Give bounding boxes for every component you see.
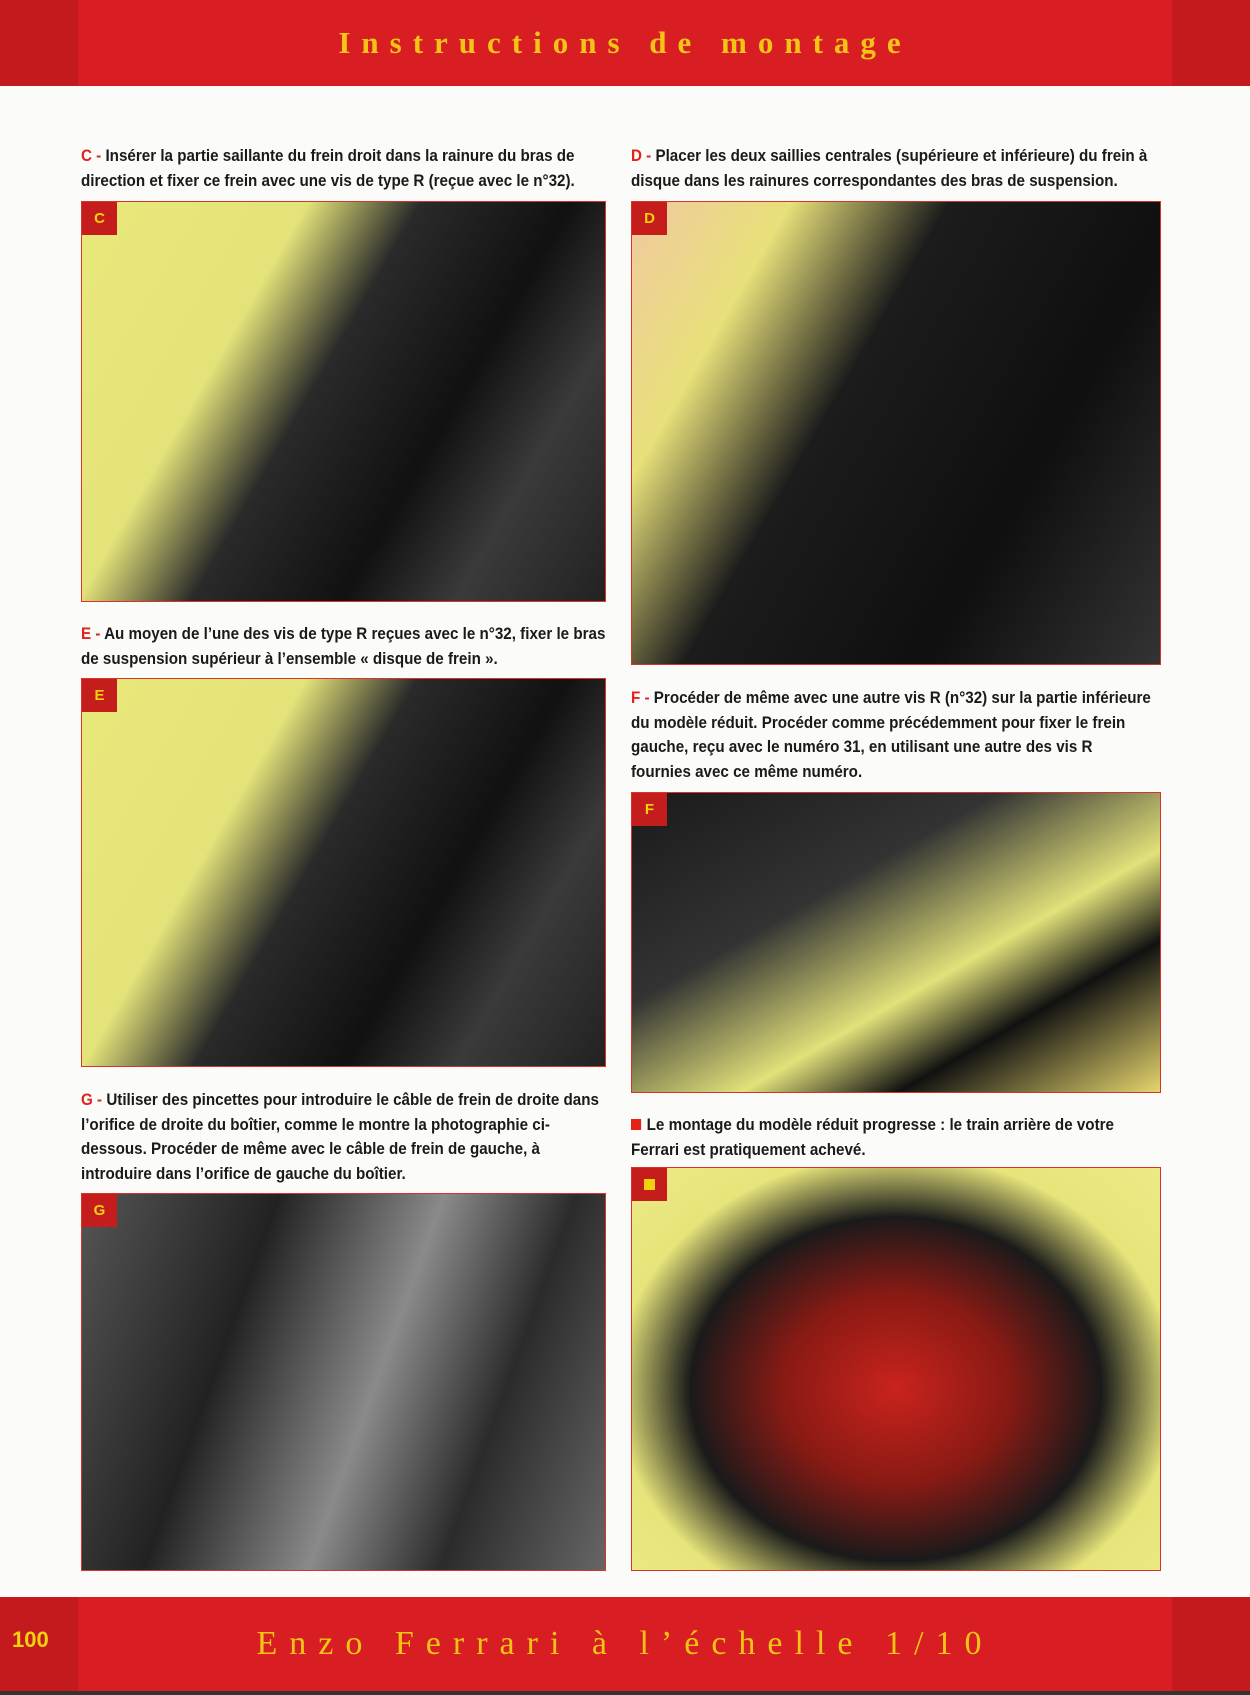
bullet-square-icon [631, 1119, 642, 1130]
step-c-text: C - Insérer la partie saillante du frein… [81, 144, 605, 193]
photo-step-g: G [81, 1193, 606, 1571]
page-header: Instructions de montage [0, 0, 1250, 86]
step-text: Au moyen de l’une des vis de type R reçu… [81, 625, 606, 668]
step-text: Utiliser des pincettes pour introduire l… [81, 1091, 599, 1183]
page-number: 100 [12, 1627, 49, 1652]
step-letter: E [81, 625, 92, 643]
step-letter: C [81, 147, 92, 165]
step-sep: - [91, 147, 106, 165]
step-text: Placer les deux saillies centrales (supé… [631, 147, 1148, 190]
photo-badge: G [82, 1194, 117, 1227]
photo-step-f: F [631, 792, 1161, 1093]
step-g-text: G - Utiliser des pincettes pour introdui… [81, 1088, 605, 1186]
photo-badge: C [82, 202, 117, 235]
footer-title: Enzo Ferrari à l’échelle 1/10 [256, 1625, 994, 1662]
photo-final-car [631, 1167, 1161, 1571]
photo-step-c: C [81, 201, 606, 602]
photo-badge: F [632, 793, 667, 826]
photo-step-d: D [631, 201, 1161, 665]
final-text: Le montage du modèle réduit progresse : … [631, 1116, 1114, 1159]
step-e-text: E - Au moyen de l’une des vis de type R … [81, 622, 605, 671]
step-text: Insérer la partie saillante du frein dro… [81, 147, 575, 190]
photo-badge: E [82, 679, 117, 712]
step-sep: - [92, 1091, 107, 1109]
step-letter: G [81, 1091, 93, 1109]
photo-badge [632, 1168, 667, 1201]
header-title: Instructions de montage [338, 25, 912, 60]
step-text: Procéder de même avec une autre vis R (n… [631, 689, 1151, 781]
step-sep: - [641, 147, 656, 165]
page-footer: 100 Enzo Ferrari à l’échelle 1/10 [0, 1597, 1250, 1691]
photo-badge: D [632, 202, 667, 235]
step-d-text: D - Placer les deux saillies centrales (… [631, 144, 1155, 193]
step-sep: - [91, 625, 105, 643]
step-letter: D [631, 147, 642, 165]
step-sep: - [640, 689, 654, 707]
step-f-text: F - Procéder de même avec une autre vis … [631, 686, 1155, 784]
bottom-edge [0, 1691, 1250, 1695]
photo-step-e: E [81, 678, 606, 1067]
final-caption: Le montage du modèle réduit progresse : … [631, 1113, 1155, 1162]
step-letter: F [631, 689, 641, 707]
square-icon [644, 1179, 655, 1190]
